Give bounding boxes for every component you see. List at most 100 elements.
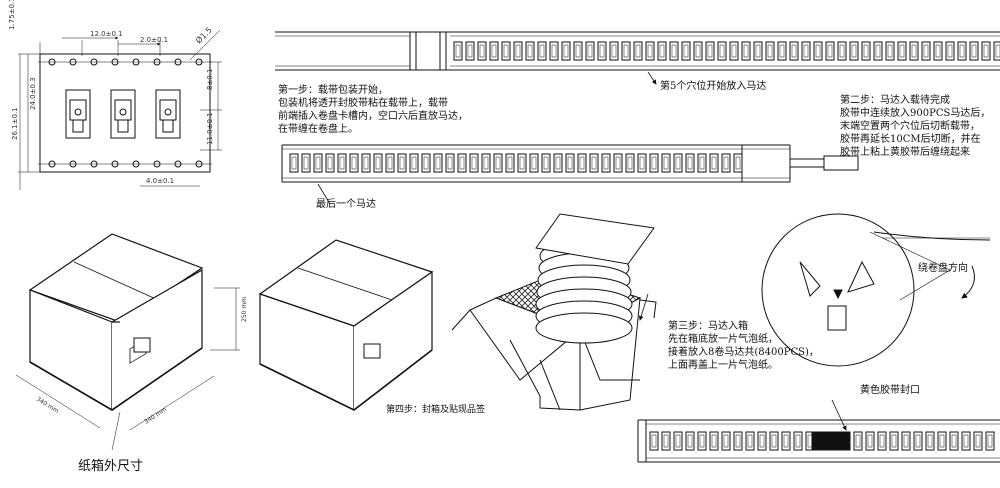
tape-pocket: [453, 41, 463, 61]
tape-pocket-inner: [575, 44, 581, 58]
tape-pocket-inner: [935, 44, 941, 58]
tape-pocket: [373, 153, 383, 173]
tape-pockets: [289, 153, 743, 173]
tape-pocket-inner: [555, 156, 561, 170]
sprocket-hole: [69, 160, 77, 168]
tape-pocket: [969, 41, 979, 61]
tape-pocket: [385, 153, 395, 173]
tape-pocket-inner: [827, 44, 833, 58]
tape-pocket: [637, 153, 647, 173]
tape-pocket: [721, 431, 731, 451]
tape-pocket-inner: [807, 434, 813, 448]
tape-pocket-inner: [855, 434, 861, 448]
tape-pocket-inner: [663, 156, 669, 170]
five-pockets-label: 第5个穴位开始放入马达: [660, 81, 767, 92]
tape-pocket-inner: [983, 44, 989, 58]
tape-pocket: [985, 431, 995, 451]
sprocket-hole: [48, 58, 56, 66]
tape-pocket: [697, 431, 707, 451]
tape-pocket-inner: [659, 44, 665, 58]
tape-pocket-inner: [779, 44, 785, 58]
tape-pocket-inner: [363, 156, 369, 170]
tape-pocket-inner: [707, 44, 713, 58]
tape-pocket-inner: [795, 434, 801, 448]
tape-pocket-inner: [351, 156, 357, 170]
tape-pocket-inner: [915, 434, 921, 448]
tape-pocket: [901, 431, 911, 451]
tape-pocket-inner: [491, 44, 497, 58]
sprocket-hole: [195, 58, 203, 66]
tape-pocket-inner: [755, 44, 761, 58]
tape-pocket: [445, 153, 455, 173]
tape-pocket-inner: [399, 156, 405, 170]
sprocket-hole: [48, 160, 56, 168]
step2-line: 胶带上粘上黄胶带后缠绕起来: [840, 147, 970, 158]
tape-pocket: [885, 41, 895, 61]
carton-label: [133, 337, 151, 353]
tray-outline: [39, 53, 211, 173]
tape-pocket-inner: [611, 44, 617, 58]
tape-pocket: [937, 431, 947, 451]
tape-pocket: [793, 431, 803, 451]
tape-pocket-inner: [647, 44, 653, 58]
tape-pocket: [661, 153, 671, 173]
tape-pocket: [597, 41, 607, 61]
tape-pocket: [769, 431, 779, 451]
carton-label: [363, 343, 381, 359]
step1-line: 前端插入卷盘卡槽内，空口六后直放马达，: [278, 111, 468, 122]
tape-pocket-inner: [671, 44, 677, 58]
carrier-tape-middle: [281, 144, 859, 183]
tape-pocket: [573, 41, 583, 61]
sprocket-hole: [174, 58, 182, 66]
tape-pocket: [685, 431, 695, 451]
step2-line: 胶带再延长10CM后切断，并在: [840, 134, 981, 145]
tape-pocket-inner: [975, 434, 981, 448]
dim-label: 340 mm: [143, 406, 168, 426]
tape-pocket-inner: [423, 156, 429, 170]
tape-pocket-inner: [803, 44, 809, 58]
tape-pocket: [457, 153, 467, 173]
step1-text: 第一步：载带包装开始， 包装机将透开封胶带粘在载带上，载带 前端插入卷盘卡槽内，…: [278, 84, 468, 136]
tray-pocket: [155, 89, 181, 139]
tape-pocket: [717, 41, 727, 61]
tray-drawing: [18, 29, 222, 190]
tape-pocket-inner: [851, 44, 857, 58]
tape-pocket: [693, 41, 703, 61]
tape-pocket-inner: [959, 44, 965, 58]
step1-line: 在带缠在卷盘上。: [278, 124, 358, 135]
tape-pocket: [661, 431, 671, 451]
tape-pocket: [709, 431, 719, 451]
tape-pocket: [633, 41, 643, 61]
tape-pocket: [729, 41, 739, 61]
carrier-tape-bottom: [637, 419, 1000, 463]
tape-pocket: [645, 41, 655, 61]
dim-label: 11.0±0.1: [206, 112, 214, 145]
tape-pocket-inner: [747, 434, 753, 448]
tape-pocket: [789, 41, 799, 61]
tape-pocket: [465, 41, 475, 61]
tray-pocket: [110, 89, 136, 139]
dim-label: 8±0.1: [206, 69, 214, 90]
sprocket-hole: [195, 160, 203, 168]
tape-pocket: [493, 153, 503, 173]
tape-pocket: [853, 431, 863, 451]
dim-label: Ø1.5: [193, 25, 214, 46]
tape-pocket-inner: [963, 434, 969, 448]
sprocket-holes-bottom: [48, 160, 203, 168]
step4-label: 第四步：封箱及贴现品签: [386, 405, 486, 415]
tape-pocket-inner: [923, 44, 929, 58]
tape-pocket: [421, 153, 431, 173]
tape-pocket-inner: [467, 44, 473, 58]
tape-pocket-inner: [887, 44, 893, 58]
tape-pocket: [877, 431, 887, 451]
carton-caption: 纸箱外尺寸: [78, 459, 144, 474]
tape-pocket: [349, 153, 359, 173]
tape-pocket: [313, 153, 323, 173]
tape-pocket-inner: [291, 156, 297, 170]
tape-pocket-inner: [623, 44, 629, 58]
tape-pocket-inner: [743, 44, 749, 58]
tape-pocket: [981, 41, 991, 61]
sprocket-hole: [132, 58, 140, 66]
tape-pocket-inner: [767, 44, 773, 58]
tape-pocket: [505, 153, 515, 173]
